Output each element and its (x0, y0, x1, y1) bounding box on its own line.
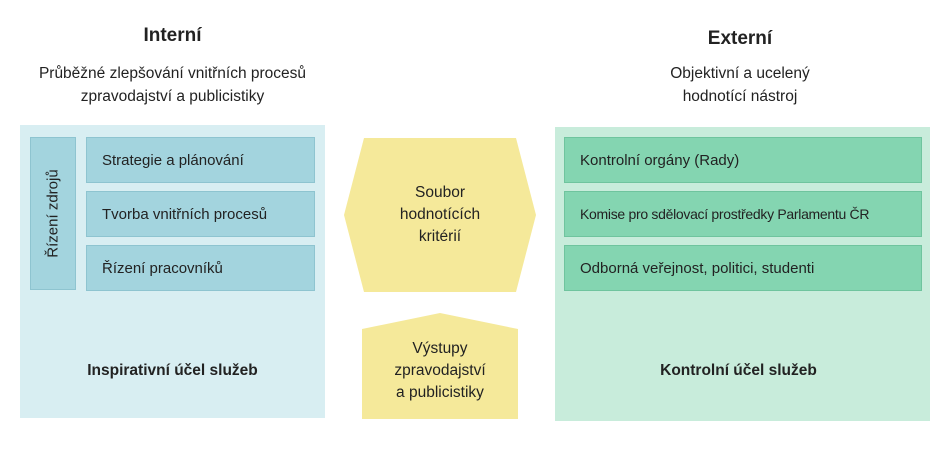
internal-subtitle-line-2: zpravodajství a publicistiky (80, 88, 265, 105)
internal-item-staff: Řízení pracovníků (86, 245, 315, 291)
external-item-commission: Komise pro sdělovací prostředky Parlamen… (564, 191, 922, 237)
outputs-line-3: a publicistiky (396, 383, 484, 401)
criteria-line-1: Soubor (415, 184, 465, 201)
external-item-councils: Kontrolní orgány (Rady) (564, 137, 922, 183)
internal-subtitle-line-1: Průběžné zlepšování vnitřních procesů (38, 65, 307, 82)
criteria-line-2: hodnotících (399, 206, 481, 223)
internal-title: Interní (143, 25, 202, 46)
external-subtitle-line-2: hodnotící nástroj (682, 88, 798, 105)
criteria-hexagon (344, 138, 536, 292)
criteria-line-3: kritérií (418, 228, 462, 245)
resource-management-text: Řízení zdrojů (44, 169, 62, 258)
internal-item-strategy: Strategie a plánování (86, 137, 315, 183)
external-purpose: Kontrolní účel služeb (660, 362, 817, 379)
internal-subtitle: Průběžné zlepšování vnitřních procesů zp… (10, 62, 335, 108)
outputs-label: Výstupy zpravodajství a publicistiky (362, 322, 518, 419)
external-item-public: Odborná veřejnost, politici, studenti (564, 245, 922, 291)
external-subtitle: Objektivní a ucelený hodnotící nástroj (555, 62, 925, 108)
internal-purpose: Inspirativní účel služeb (87, 362, 258, 379)
resource-management-label: Řízení zdrojů (30, 137, 76, 290)
external-title: Externí (707, 28, 773, 49)
outputs-shape (362, 313, 518, 419)
outputs-line-1: Výstupy (412, 339, 468, 357)
criteria-label: Soubor hodnotících kritérií (344, 138, 536, 292)
external-subtitle-line-1: Objektivní a ucelený (670, 65, 810, 82)
criteria-shape (344, 138, 536, 292)
internal-item-processes: Tvorba vnitřních procesů (86, 191, 315, 237)
outputs-pentagon (362, 313, 518, 419)
outputs-line-2: zpravodajství (394, 361, 486, 379)
